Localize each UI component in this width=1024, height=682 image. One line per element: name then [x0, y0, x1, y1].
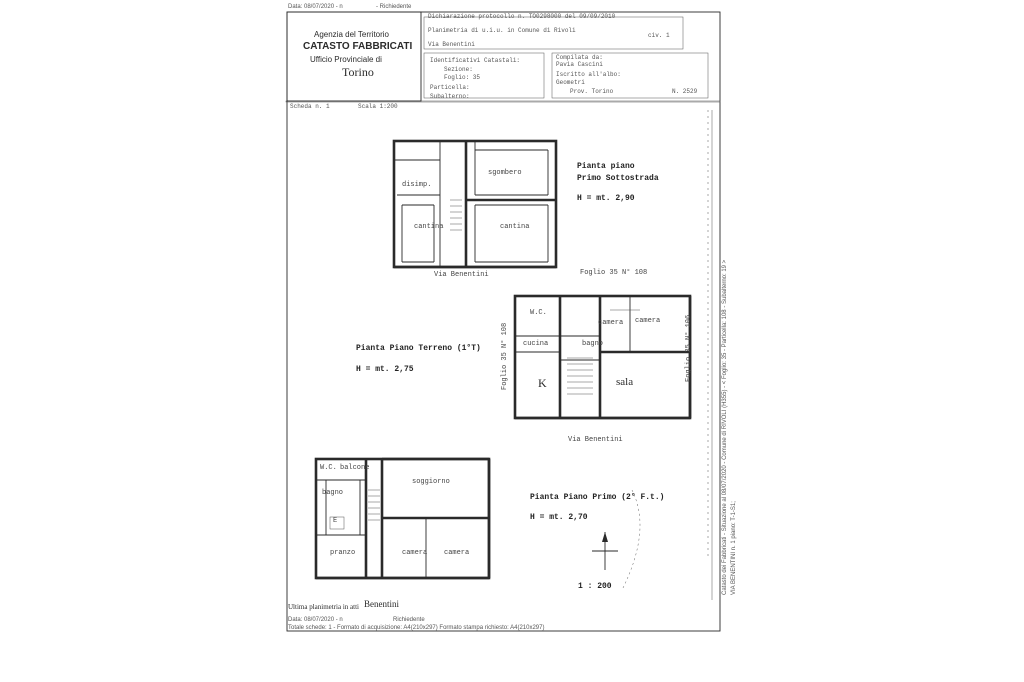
room-camera2-first: camera [444, 549, 470, 557]
first-floor-plan [314, 457, 491, 580]
ground-floor-plan [513, 294, 692, 420]
room-camera-ground: camera [598, 319, 624, 327]
room-camera2-ground: camera [635, 317, 661, 325]
first-height: H = mt. 2,70 [530, 513, 588, 522]
room-soggiorno: soggiorno [412, 478, 450, 486]
date-bottom: Data: 08/07/2020 - n [288, 617, 343, 623]
room-disimp: disimp. [402, 181, 432, 189]
ground-title-text: Pianta Piano Terreno [356, 344, 453, 353]
planimetry-line: Planimetria di u.i.u. in Comune di Rivol… [428, 27, 576, 34]
first-title-text: Pianta Piano Primo [530, 493, 617, 502]
province-label: Prov. Torino [570, 88, 614, 95]
room-wc-ground: W.C. [530, 309, 547, 317]
last-plan-label: Ultima planimetria in atti [288, 603, 359, 611]
date-top: Data: 08/07/2020 - n [288, 4, 343, 10]
first-title-note: (2° F.t.) [621, 493, 665, 502]
ground-foglio-top: Foglio 35 N° 108 [580, 269, 648, 277]
identifiers-label: Identificativi Catastali: [430, 57, 521, 64]
province-number: N. 2529 [672, 88, 698, 95]
ground-height: H = mt. 2,75 [356, 365, 414, 374]
enrolled-label: Iscritto all'albo: [556, 71, 621, 78]
compiled-by-name: Pavia Cascini [556, 61, 603, 68]
ground-title: Pianta Piano Terreno (1°T) [356, 345, 481, 353]
room-cucina: cucina [523, 340, 549, 348]
room-bagno-ground: bagno [582, 340, 604, 348]
basement-height: H = mt. 2,90 [577, 194, 635, 203]
ground-street: Via Benentini [568, 436, 623, 444]
room-balcone: balcone [340, 464, 370, 472]
room-cantina-right: cantina [500, 223, 530, 231]
ground-title-note: (1°T) [456, 344, 481, 353]
address-line: Via Benentini [428, 41, 475, 48]
total-sheets-line: Totale schede: 1 - Formato di acquisizio… [288, 625, 545, 631]
ground-foglio-right: Foglio 35 N° 106 [685, 314, 693, 382]
basement-title-line2: Primo Sottostrada [577, 174, 659, 183]
side-text-second: VIA BENENTINI n. 1 piano: T-1-S1; [731, 501, 737, 595]
room-pranzo: pranzo [330, 549, 356, 557]
ground-foglio-left: Foglio 35 N° 108 [501, 322, 509, 390]
city-name: Torino [342, 65, 374, 79]
first-street: Benentini [364, 599, 399, 609]
particella-label: Particella: [430, 84, 470, 91]
room-sgombero: sgombero [488, 169, 522, 177]
room-bagno-first: bagno [322, 489, 344, 497]
declaration-line: Dichiarazione protocollo n. TO0298000 de… [428, 13, 616, 20]
agency-name: Agenzia del Territorio [314, 30, 390, 39]
civic-number: civ. 1 [648, 32, 670, 39]
foglio-label: Foglio: 35 [444, 74, 481, 81]
basement-title-line1: Pianta piano [577, 162, 635, 171]
scheda-label: Scheda n. 1 [290, 103, 330, 110]
room-camera-first: camera [402, 549, 428, 557]
request-top: - Richiedente [376, 4, 412, 10]
ufficio-label: Ufficio Provinciale di [310, 55, 382, 64]
north-arrow-icon [592, 532, 618, 570]
request-bottom: Richiedente [393, 617, 425, 623]
room-k: K [538, 376, 547, 390]
side-text-main: Catasto dei Fabbricati - Situazione al 0… [722, 259, 728, 595]
subalterno-label: Subalterno: [430, 93, 470, 100]
basement-street: Via Benentini [434, 271, 489, 279]
scale-label: Scala 1:200 [358, 103, 398, 110]
basement-plan [392, 139, 558, 269]
sezione-label: Sezione: [444, 66, 473, 73]
drawing-scale: 1 : 200 [578, 582, 612, 591]
room-cantina-left: cantina [414, 223, 444, 231]
compiled-by-label: Compilata da: [556, 54, 603, 61]
room-e: E [333, 517, 338, 525]
first-title: Pianta Piano Primo (2° F.t.) [530, 494, 664, 502]
catasto-title: CATASTO FABBRICATI [303, 41, 413, 52]
room-sala: sala [616, 376, 634, 388]
room-wc-first: W.C. [320, 464, 337, 472]
enrolled-value: Geometri [556, 79, 585, 86]
